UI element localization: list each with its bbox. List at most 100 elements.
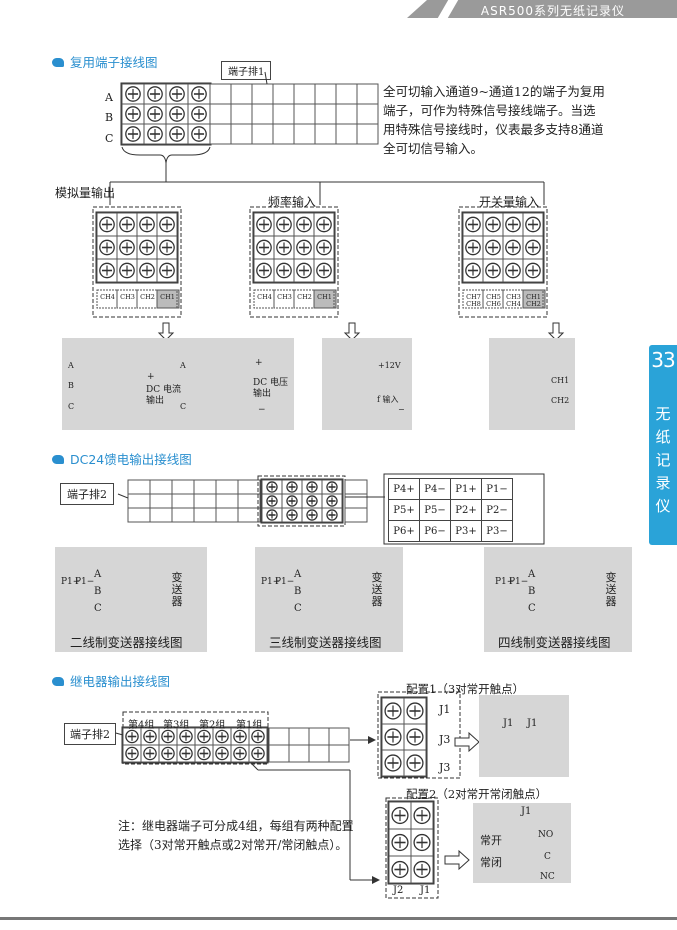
- four-wire-panel: [484, 547, 632, 652]
- chapter-number: 33: [651, 348, 675, 372]
- right-arrow-icon: [454, 731, 480, 753]
- section-title-relay: 继电器输出接线图: [52, 671, 170, 690]
- feed-terminal-label: P1+: [261, 577, 281, 587]
- row-label: B: [294, 586, 302, 597]
- switch-ch1-label: CH1: [551, 376, 570, 385]
- table-row: P4+P4−P1+P1−: [388, 478, 513, 500]
- row-label-a: A: [105, 91, 113, 104]
- terminal-block-1-label: 端子排1: [221, 61, 272, 80]
- frequency-detail-panel: [322, 338, 412, 430]
- frame-rect: [215, 479, 239, 495]
- section-bullet-icon: [52, 677, 64, 686]
- frame-rect: [230, 83, 253, 105]
- frame-rect: [237, 479, 261, 495]
- page-header-bar: ASR500系列无纸记录仪: [407, 0, 677, 18]
- frame-rect: [156, 289, 178, 309]
- frame-rect: [230, 103, 253, 125]
- frame-rect: [193, 479, 217, 495]
- config1-tag-j1: J1: [439, 703, 451, 716]
- frequency-input-label: f 输入: [377, 395, 399, 404]
- channel-tag: CH3: [277, 293, 292, 301]
- nc-label: NC: [540, 872, 555, 882]
- frame-rect: [293, 123, 316, 145]
- three-wire-panel: [255, 547, 403, 652]
- frame-rect: [237, 507, 261, 523]
- transmitter-label: 变送器: [605, 571, 617, 608]
- group-2-label: 第2组: [199, 720, 226, 731]
- frame-rect: [293, 83, 316, 105]
- header-title: ASR500系列无纸记录仪: [480, 4, 625, 18]
- frame-rect: [193, 493, 217, 509]
- frame-rect: [328, 727, 350, 746]
- dc-current-output-label: DC 电流输出: [146, 385, 181, 406]
- feed-terminal-table: P4+P4−P1+P1− P5+P5−P2+P2− P6+P6−P3+P3−: [388, 478, 513, 542]
- frame-rect: [149, 493, 173, 509]
- voltage-plus-sign: +: [255, 358, 263, 368]
- config1-detail-panel: [479, 695, 569, 777]
- frame-rect: [314, 123, 337, 145]
- channel-tag: CH3: [120, 293, 135, 301]
- analog-detail-panel: [62, 338, 294, 430]
- frame-rect: [335, 103, 358, 125]
- wire-line: [264, 71, 268, 85]
- normally-closed-label: 常闭: [480, 856, 502, 869]
- branch-label-switch: 开关量输入: [479, 195, 540, 209]
- channel-tag: CH1: [317, 293, 332, 301]
- config2-tag-j1: J1: [420, 885, 431, 896]
- frame-rect: [344, 479, 368, 495]
- frame-rect: [522, 289, 544, 309]
- analog-row-c-2: C: [180, 402, 187, 411]
- section-bullet-icon: [52, 455, 64, 464]
- feed-terminal-label: P1−: [509, 577, 529, 587]
- frame-rect: [249, 206, 339, 318]
- frame-rect: [356, 123, 379, 145]
- down-arrow-icon: [157, 322, 175, 341]
- row-label: C: [528, 603, 536, 614]
- supply-12v-label: +12V: [378, 361, 401, 370]
- channel-tag: CH2: [297, 293, 312, 301]
- frame-rect: [237, 493, 261, 509]
- row-label: A: [294, 569, 302, 580]
- row-label: C: [94, 603, 102, 614]
- config1-detail-j1a: J1: [503, 718, 514, 729]
- config1-title: 配置1（3对常开触点）: [406, 682, 525, 696]
- channel-tag: CH4: [100, 293, 115, 301]
- multiplex-note: 全可切输入通道9~通道12的端子为复用端子，可作为特殊信号接线端子。当选用特殊信…: [383, 84, 605, 156]
- frame-rect: [313, 289, 335, 309]
- transmitter-label: 变送器: [171, 571, 183, 608]
- frame-rect: [288, 727, 310, 746]
- frame-rect: [215, 507, 239, 523]
- arrow-head-icon: [372, 876, 380, 884]
- normally-open-label: 常开: [480, 834, 502, 847]
- frame-rect: [171, 507, 195, 523]
- analog-row-b: B: [68, 381, 74, 390]
- chapter-label: 无 纸 记 录 仪: [655, 405, 671, 515]
- row-label: B: [94, 586, 102, 597]
- no-label: NO: [538, 830, 554, 840]
- section-title-multiplex: 复用端子接线图: [52, 52, 158, 71]
- two-wire-caption: 二线制变送器接线图: [70, 635, 183, 650]
- frame-rect: [272, 103, 295, 125]
- page-footer-line: [0, 917, 677, 930]
- branch-label-analog: 模拟量输出: [55, 186, 116, 200]
- channel-tag: CH1 CH2: [526, 293, 541, 308]
- row-label: C: [294, 603, 302, 614]
- wire-line: [251, 763, 259, 771]
- feed-terminal-label: P1+: [61, 577, 81, 587]
- config1-tag-j3b: J3: [439, 761, 451, 774]
- frame-rect: [314, 103, 337, 125]
- relay-note: 注：继电器端子可分成4组，每组有两种配置选择（3对常开触点或2对常开/常闭触点）…: [118, 819, 354, 852]
- frame-rect: [335, 123, 358, 145]
- channel-tag: CH3 CH4: [506, 293, 521, 308]
- chapter-side-tab: 33 无 纸 记 录 仪: [649, 345, 677, 545]
- frame-rect: [308, 744, 330, 763]
- row-label: A: [528, 569, 536, 580]
- transmitter-label: 变送器: [371, 571, 383, 608]
- group-1-label: 第1组: [236, 720, 263, 731]
- frame-rect: [385, 797, 439, 899]
- frame-rect: [230, 123, 253, 145]
- frame-rect: [314, 83, 337, 105]
- frame-rect: [209, 123, 232, 145]
- config2-detail-j1: J1: [521, 806, 532, 817]
- frame-rect: [127, 479, 151, 495]
